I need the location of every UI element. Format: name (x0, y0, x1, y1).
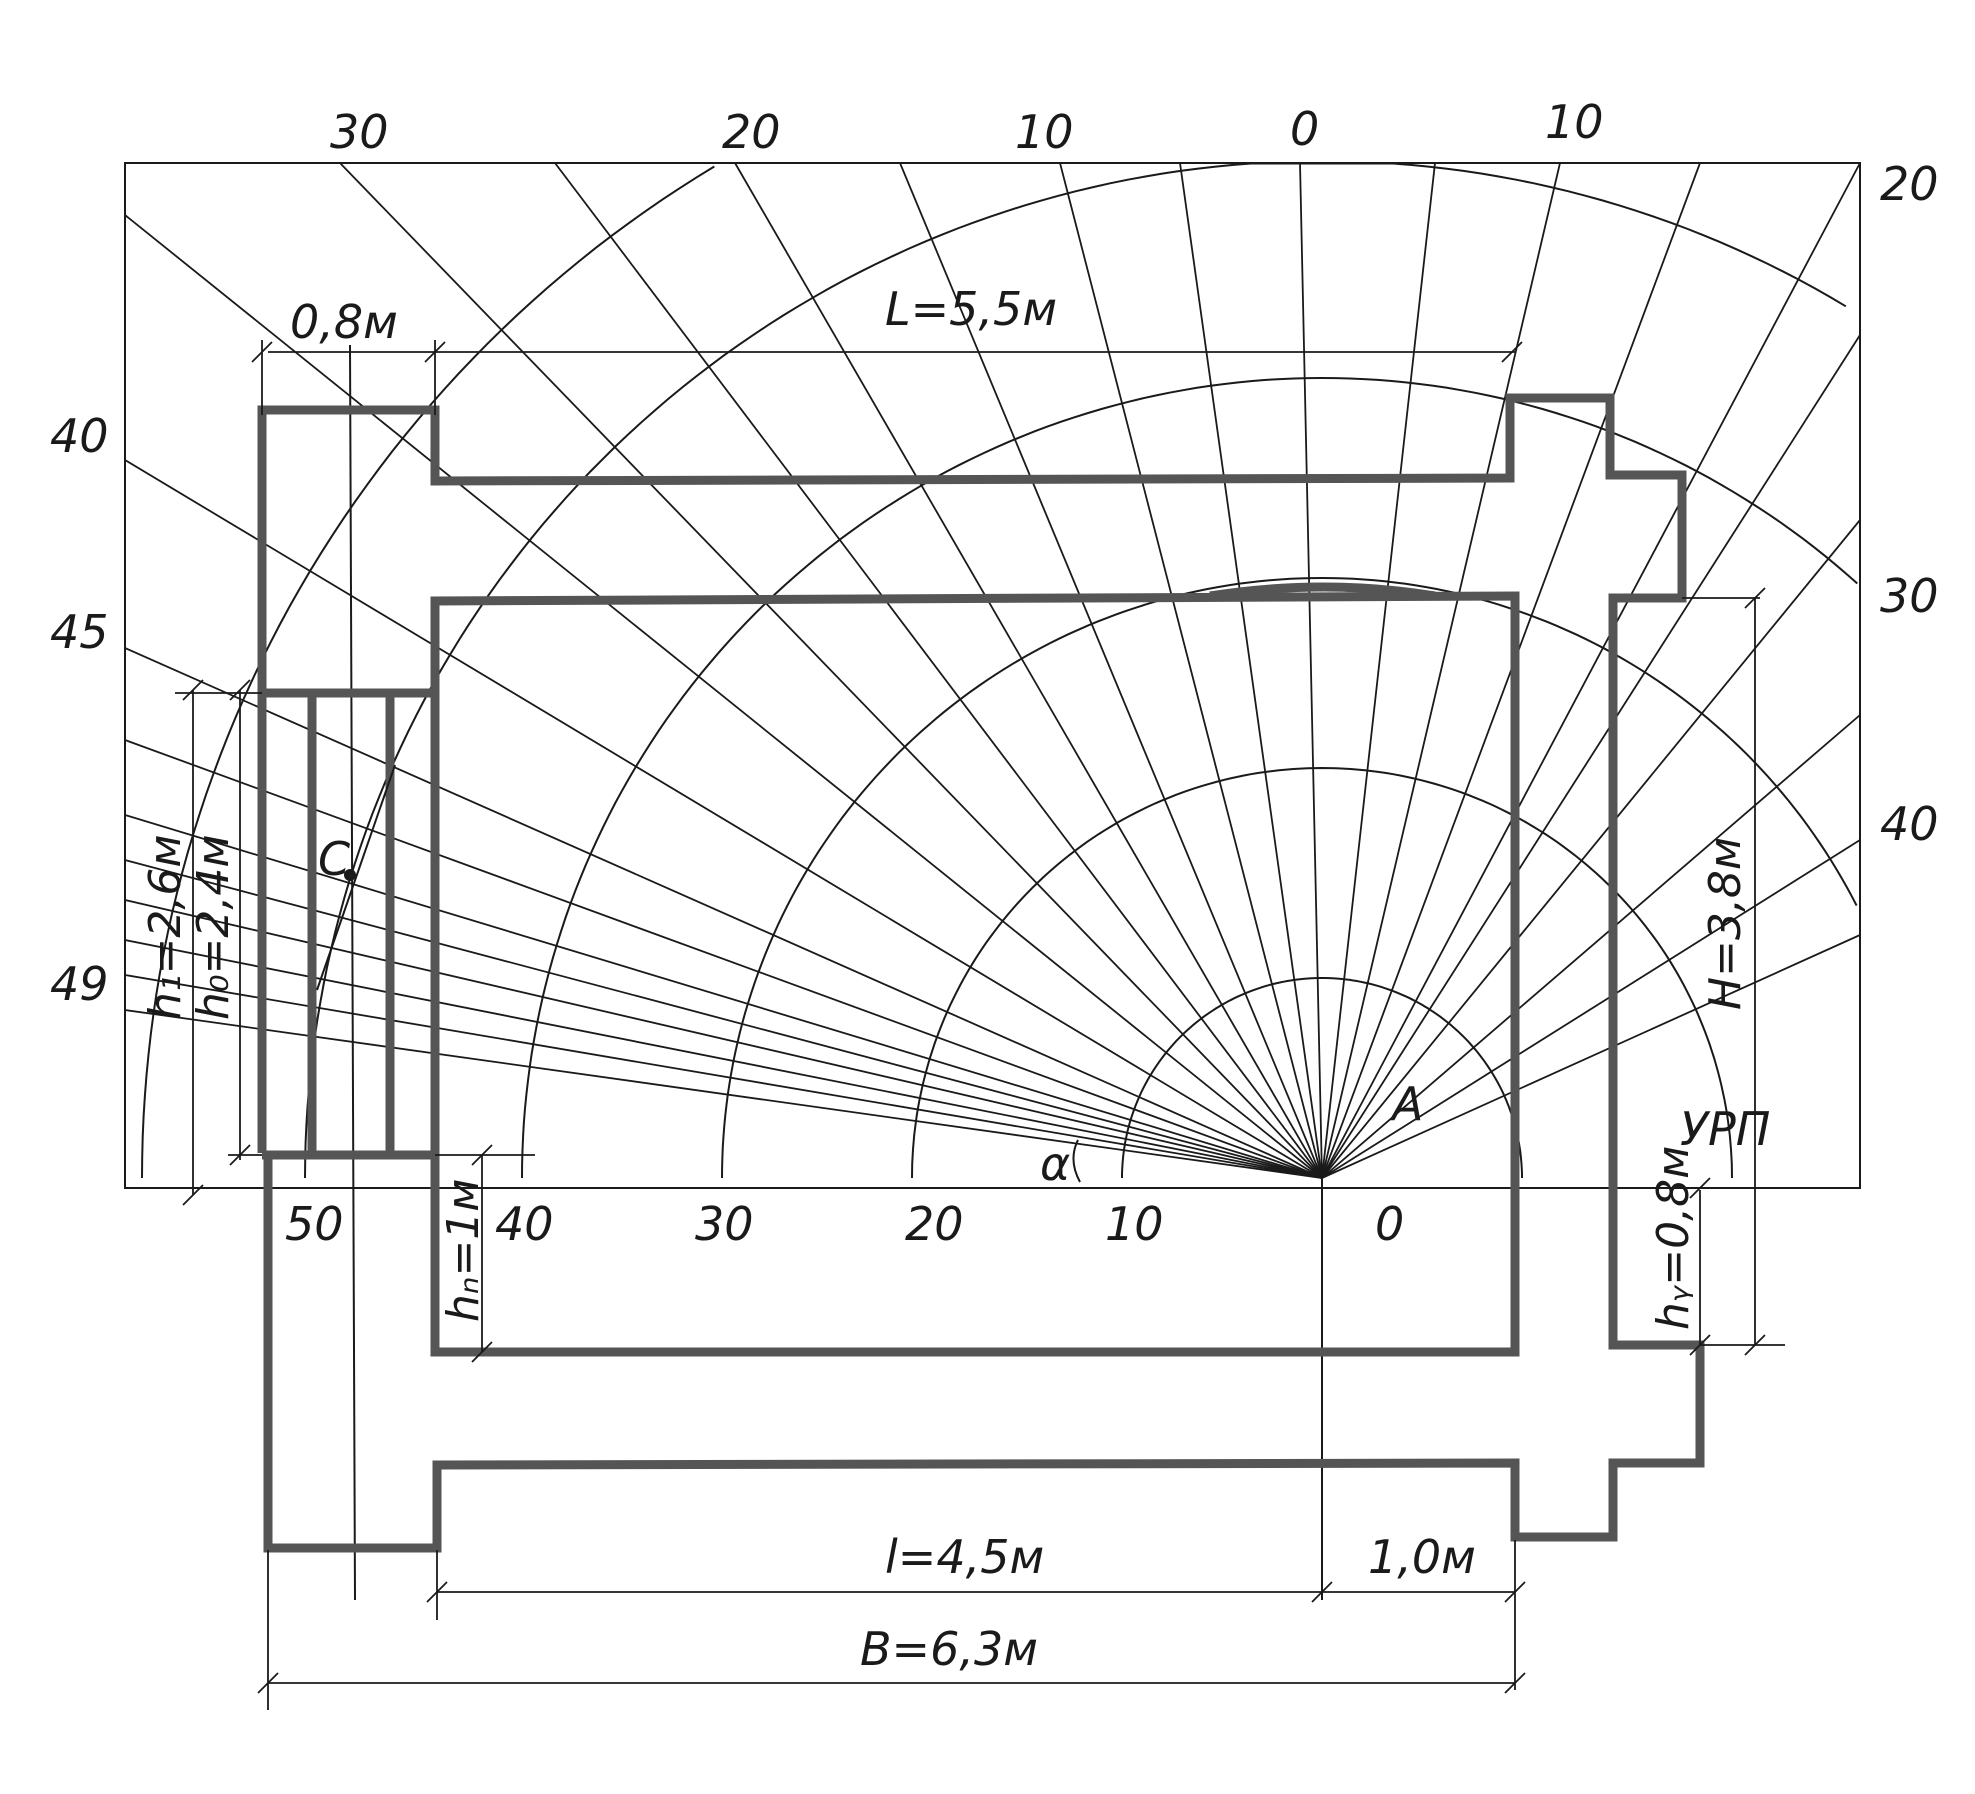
bottom-scale-label: 40 (495, 1197, 554, 1251)
graph-ray (1179, 162, 1323, 1179)
graph-ray (124, 814, 1323, 1179)
graph-arc (521, 376, 1858, 1179)
window-centre-line (316, 764, 396, 991)
left-scale-label: 45 (50, 605, 109, 659)
top-scale-label: 10 (1015, 105, 1074, 159)
graph-ray (124, 214, 1323, 1179)
construction-lines (349, 344, 1735, 1601)
graph-ray (1321, 934, 1861, 1179)
graph-arc (721, 576, 1858, 1179)
left-scale-label: 49 (50, 957, 109, 1011)
graph-ray (1321, 162, 1861, 1179)
top-scale-label: 10 (1545, 95, 1604, 149)
graph-ray (124, 974, 1323, 1179)
window-axis-line (349, 344, 356, 1601)
point-c-label: C (318, 832, 350, 886)
graph-ray (554, 162, 1323, 1179)
graph-ray (124, 939, 1323, 1179)
point-labels: C A α УРП (318, 832, 1770, 1191)
work-plane-label: УРП (1680, 1102, 1770, 1156)
alpha-angle-arc (1072, 1139, 1081, 1183)
graph-ray (124, 647, 1323, 1179)
graph-ray (1321, 714, 1861, 1179)
right-scale-label: 30 (1880, 569, 1939, 623)
top-scale-label: 0 (1290, 102, 1319, 156)
alpha-label: α (1040, 1137, 1070, 1191)
graph-ray (1059, 162, 1323, 1179)
ceiling-bulge (1209, 582, 1436, 601)
point-a-label: A (1389, 1077, 1423, 1131)
right-scale-label: 20 (1880, 157, 1939, 211)
bottom-scale-label: 20 (905, 1197, 964, 1251)
l-label: l=4,5м (885, 1530, 1044, 1584)
graph-ray (734, 162, 1323, 1179)
left-scale-label: 40 (50, 409, 109, 463)
graph-arcs (141, 162, 1858, 1179)
graph-ray (124, 899, 1323, 1179)
bottom-scale-label: 30 (695, 1197, 754, 1251)
dimension-lines (175, 340, 1785, 1710)
B-label: B=6,3м (860, 1622, 1038, 1676)
graph-ray (1321, 839, 1861, 1179)
window-depth-label: 0,8м (290, 295, 398, 349)
offset-label: 1,0м (1368, 1530, 1476, 1584)
h1-label: h₁=2,6м (140, 834, 191, 1020)
graph-ray (1321, 519, 1861, 1179)
upper-wall-outline (257, 393, 1705, 1553)
window-opening (262, 688, 440, 1160)
bottom-scale: 50 40 30 20 10 0 (285, 1197, 1404, 1251)
graph-ray (1299, 162, 1323, 1179)
graph-ray (124, 859, 1323, 1179)
point-c-marker (344, 869, 356, 881)
graph-ray (1321, 162, 1436, 1179)
bottom-scale-label: 50 (285, 1197, 344, 1251)
graph-arc (304, 162, 1847, 1179)
graph-ray (124, 739, 1323, 1179)
room-length-label: L=5,5м (885, 282, 1057, 336)
bottom-scale-label: 10 (1105, 1197, 1164, 1251)
dimension-labels: 0,8м L=5,5м h₁=2,6м h₀=2,4м hₙ=1м H=3,8м… (140, 282, 1751, 1676)
graph-ray (124, 1009, 1323, 1179)
top-scale: 30 20 10 0 10 (330, 95, 1604, 159)
graph-ray (899, 162, 1323, 1179)
right-scale: 20 30 40 (1880, 157, 1939, 851)
H-label: H=3,8м (1700, 837, 1751, 1010)
graph-arc (1121, 977, 1523, 1178)
left-scale: 40 45 49 (50, 409, 109, 1011)
right-scale-label: 40 (1880, 797, 1939, 851)
hy-label: hᵧ=0,8м (1648, 1146, 1699, 1330)
h0-label: h₀=2,4м (188, 834, 239, 1020)
top-scale-label: 30 (330, 105, 389, 159)
graph-frame (124, 162, 1861, 1189)
graph-ray (1321, 162, 1561, 1179)
graph-arc (141, 165, 715, 1179)
graph-ray (1321, 334, 1861, 1179)
graph-arc (911, 766, 1733, 1179)
building-section (257, 393, 1705, 1553)
graph-ray (339, 162, 1323, 1179)
room-outline (430, 591, 1520, 1357)
graph-ray (124, 459, 1323, 1179)
hn-label: hₙ=1м (438, 1179, 489, 1323)
graph-rays (124, 162, 1861, 1179)
bottom-scale-label: 0 (1375, 1197, 1404, 1251)
top-scale-label: 20 (722, 105, 781, 159)
